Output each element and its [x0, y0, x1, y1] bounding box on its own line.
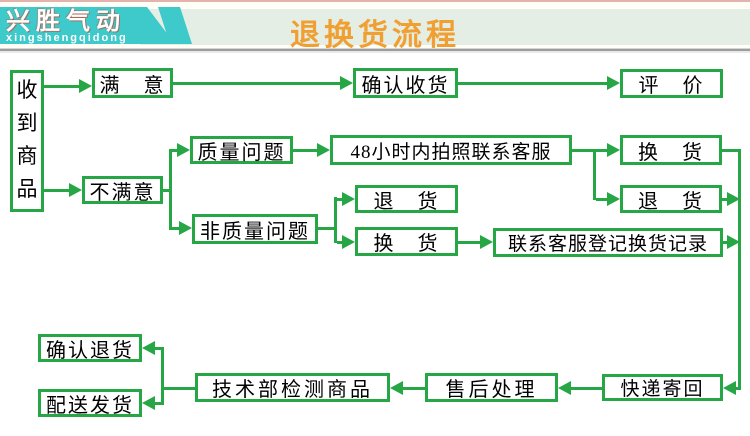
node-return-nonquality: 退 货	[355, 185, 458, 213]
page-title: 退换货流程	[290, 19, 460, 52]
node-non-quality-issue: 非质量问题	[192, 214, 318, 244]
connector-line	[155, 347, 164, 350]
node-express-send-back: 快递寄回	[602, 374, 723, 401]
arrow-right-icon	[727, 192, 740, 206]
arrow-left-icon	[142, 396, 155, 410]
arrow-left-icon	[558, 381, 571, 395]
connector-line	[169, 149, 172, 230]
connector-line	[172, 149, 177, 152]
connector-line	[44, 85, 79, 88]
node-quality-issue: 质量问题	[190, 136, 293, 164]
connector-line	[593, 149, 596, 200]
connector-line	[161, 347, 164, 405]
node-satisfied: 满 意	[92, 68, 173, 98]
arrow-right-icon	[342, 235, 355, 249]
top-hairline	[0, 0, 750, 2]
arrow-left-icon	[723, 381, 736, 395]
node-evaluate: 评 价	[620, 69, 723, 98]
connector-line	[722, 198, 727, 201]
logo-title: 兴胜气动	[6, 8, 126, 35]
connector-line	[458, 241, 480, 244]
node-exchange-quality: 换 货	[620, 135, 722, 165]
connector-line	[337, 198, 342, 201]
connector-line	[334, 197, 337, 243]
connector-line	[736, 387, 741, 390]
node-exchange-nonquality: 换 货	[355, 227, 458, 256]
connector-line	[403, 387, 425, 390]
arrow-right-icon	[179, 221, 192, 235]
header-separator	[0, 48, 750, 53]
arrow-right-icon	[342, 192, 355, 206]
connector-line	[293, 149, 317, 152]
node-register-exchange-record: 联系客服登记换货记录	[493, 228, 723, 257]
node-return-quality: 退 货	[620, 185, 722, 213]
arrow-right-icon	[607, 192, 620, 206]
connector-line	[318, 227, 337, 230]
node-aftersales-processing: 售后处理	[425, 373, 558, 402]
connector-line	[337, 241, 342, 244]
node-delivery-ship: 配送发货	[38, 389, 142, 417]
arrow-left-icon	[390, 381, 403, 395]
node-confirm-return: 确认退货	[38, 334, 142, 362]
connector-line	[155, 402, 164, 405]
arrow-right-icon	[317, 143, 330, 157]
arrow-right-icon	[69, 183, 82, 197]
connector-line	[572, 149, 607, 152]
node-tech-inspection: 技术部检测商品	[195, 373, 390, 402]
arrow-right-icon	[480, 235, 493, 249]
company-logo: 兴胜气动 xingshengqidong	[0, 7, 175, 44]
node-photo-contact-service: 48小时内拍照联系客服	[330, 135, 572, 165]
connector-line	[161, 387, 195, 390]
connector-line	[722, 149, 741, 152]
arrow-left-icon	[142, 341, 155, 355]
connector-line	[172, 227, 179, 230]
connector-line	[458, 82, 607, 85]
arrow-right-icon	[607, 143, 620, 157]
connector-line	[596, 198, 607, 201]
arrow-right-icon	[79, 79, 92, 93]
connector-line	[738, 149, 741, 389]
connector-line	[723, 241, 727, 244]
connector-line	[44, 189, 69, 192]
connector-line	[571, 387, 602, 390]
connector-line	[173, 82, 340, 85]
node-receive-goods: 收到商品	[10, 70, 44, 212]
arrow-right-icon	[607, 76, 620, 90]
arrow-right-icon	[727, 235, 740, 249]
node-confirm-receipt: 确认收货	[353, 68, 458, 98]
header: 兴胜气动 xingshengqidong 退换货流程	[0, 0, 750, 52]
arrow-right-icon	[340, 76, 353, 90]
header-band	[140, 9, 750, 45]
arrow-right-icon	[177, 143, 190, 157]
connector-line	[163, 189, 172, 192]
logo-subtitle: xingshengqidong	[6, 32, 128, 44]
node-unsatisfied: 不满意	[82, 176, 163, 204]
